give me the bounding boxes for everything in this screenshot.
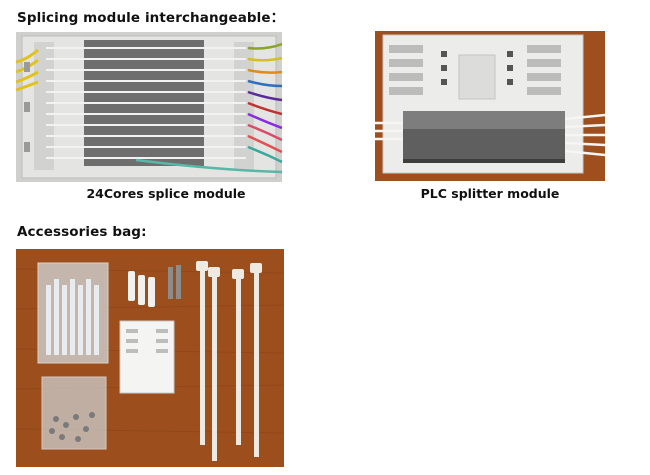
splicing-section-heading: Splicing module interchangeable： <box>17 10 285 26</box>
splice-module-caption: 24Cores splice module <box>86 186 246 201</box>
plc-splitter-photo <box>375 31 605 181</box>
accessories-bag-photo <box>16 249 284 467</box>
accessories-section-heading: Accessories bag: <box>17 224 147 240</box>
splice-module-photo <box>16 32 282 182</box>
plc-splitter-caption: PLC splitter module <box>420 186 560 201</box>
